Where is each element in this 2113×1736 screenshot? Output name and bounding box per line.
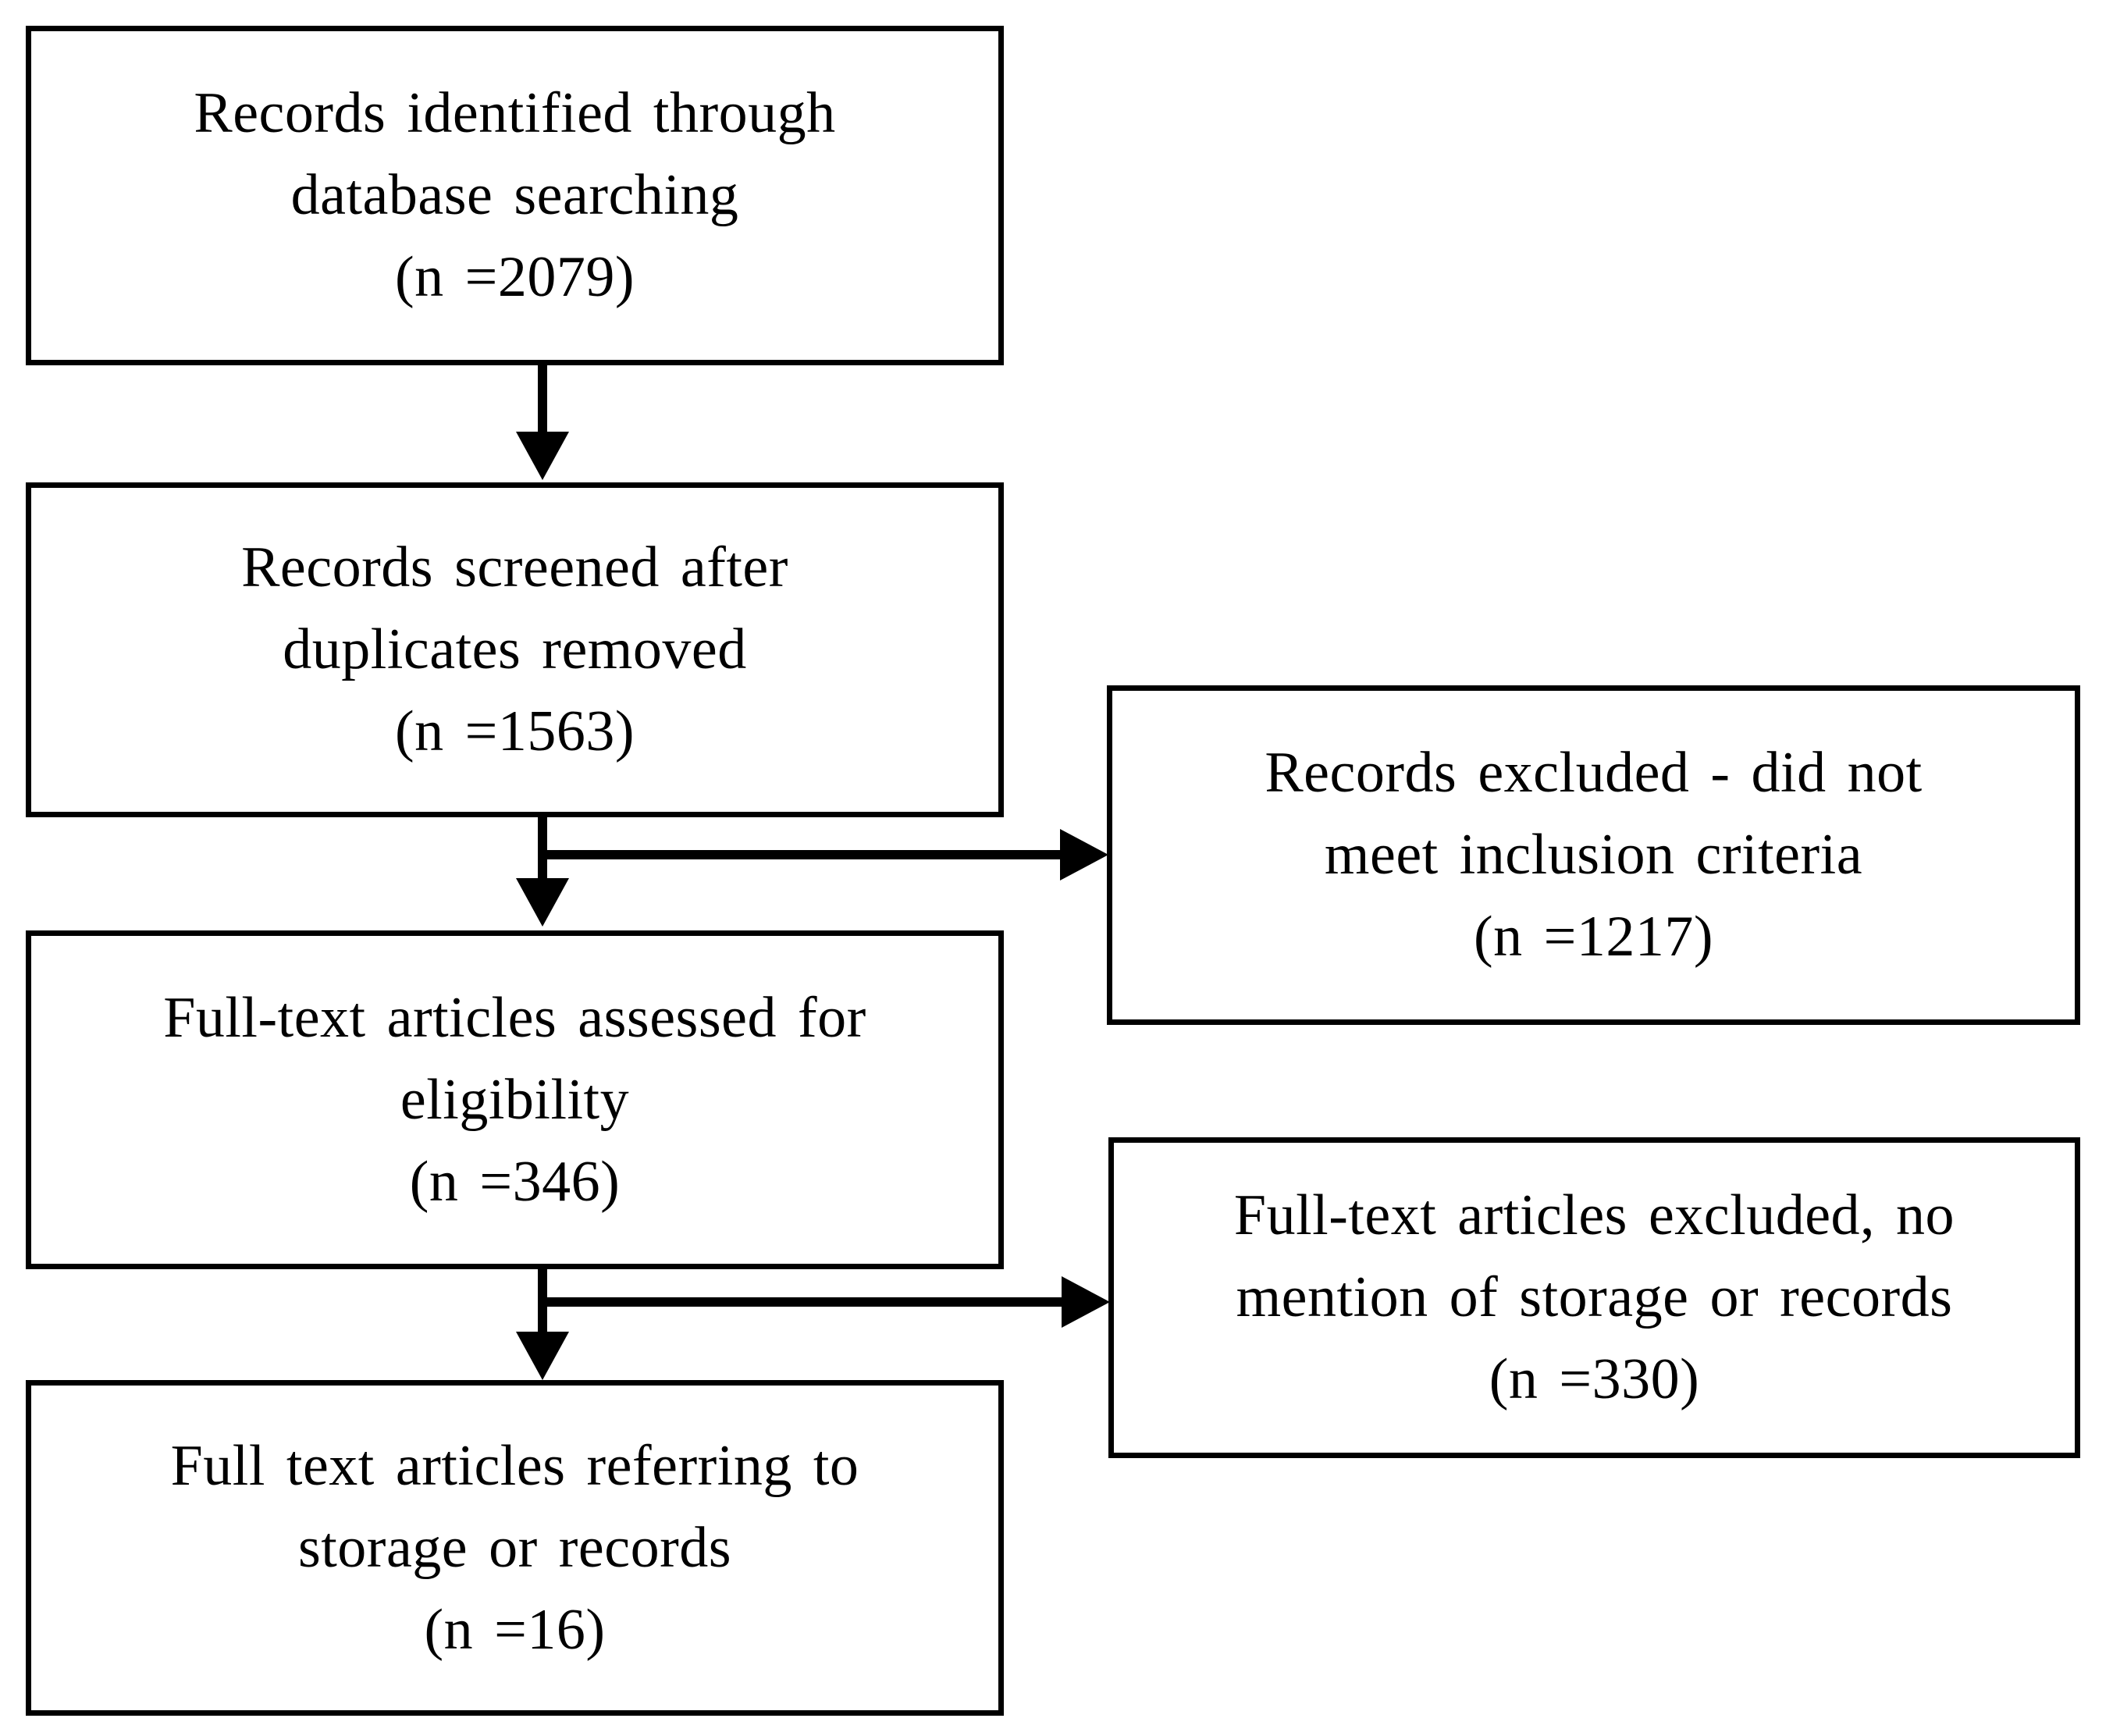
arrow-down-icon xyxy=(516,1332,569,1380)
box-records-excluded-line-2: meet inclusion criteria xyxy=(1324,823,1863,887)
arrow-down-icon xyxy=(516,878,569,927)
box-fulltext-excluded-line-2: mention of storage or records xyxy=(1236,1265,1953,1329)
box-fulltext-included-line-1: Full text articles referring to xyxy=(170,1433,859,1498)
box-records-identified-line-1: Records identified through xyxy=(194,81,836,145)
arrow-identified-to-screened-shaft xyxy=(538,365,547,437)
box-records-screened-line-1: Records screened after xyxy=(241,535,788,599)
box-records-identified: Records identified through database sear… xyxy=(26,26,1004,365)
box-fulltext-assessed-line-2: eligibility xyxy=(400,1067,630,1132)
box-fulltext-included: Full text articles referring to storage … xyxy=(26,1380,1004,1716)
box-records-excluded-line-1: Records excluded - did not xyxy=(1265,741,1923,805)
arrow-down-icon xyxy=(516,432,569,480)
box-records-identified-count: (n =2079) xyxy=(394,245,635,309)
box-fulltext-assessed-line-1: Full-text articles assessed for xyxy=(163,985,866,1050)
box-records-excluded-count: (n =1217) xyxy=(1473,905,1714,969)
box-records-excluded: Records excluded - did not meet inclusio… xyxy=(1107,685,2080,1025)
box-records-screened-count: (n =1563) xyxy=(394,699,635,763)
box-records-screened-line-2: duplicates removed xyxy=(283,617,747,681)
box-fulltext-included-line-2: storage or records xyxy=(297,1515,732,1580)
box-records-screened: Records screened after duplicates remove… xyxy=(26,482,1004,817)
arrow-right-icon xyxy=(1060,829,1108,880)
box-fulltext-included-count: (n =16) xyxy=(424,1597,606,1662)
arrow-assessed-to-excluded-shaft xyxy=(538,1297,1062,1307)
box-fulltext-excluded-line-1: Full-text articles excluded, no xyxy=(1233,1183,1955,1247)
arrow-right-icon xyxy=(1062,1276,1110,1328)
box-fulltext-assessed-count: (n =346) xyxy=(409,1149,621,1214)
box-fulltext-excluded-count: (n =330) xyxy=(1489,1347,1700,1411)
arrow-screened-to-excluded-shaft xyxy=(538,850,1062,859)
box-fulltext-assessed: Full-text articles assessed for eligibil… xyxy=(26,930,1004,1269)
box-records-identified-line-2: database searching xyxy=(290,163,739,227)
box-fulltext-excluded: Full-text articles excluded, no mention … xyxy=(1108,1137,2080,1458)
